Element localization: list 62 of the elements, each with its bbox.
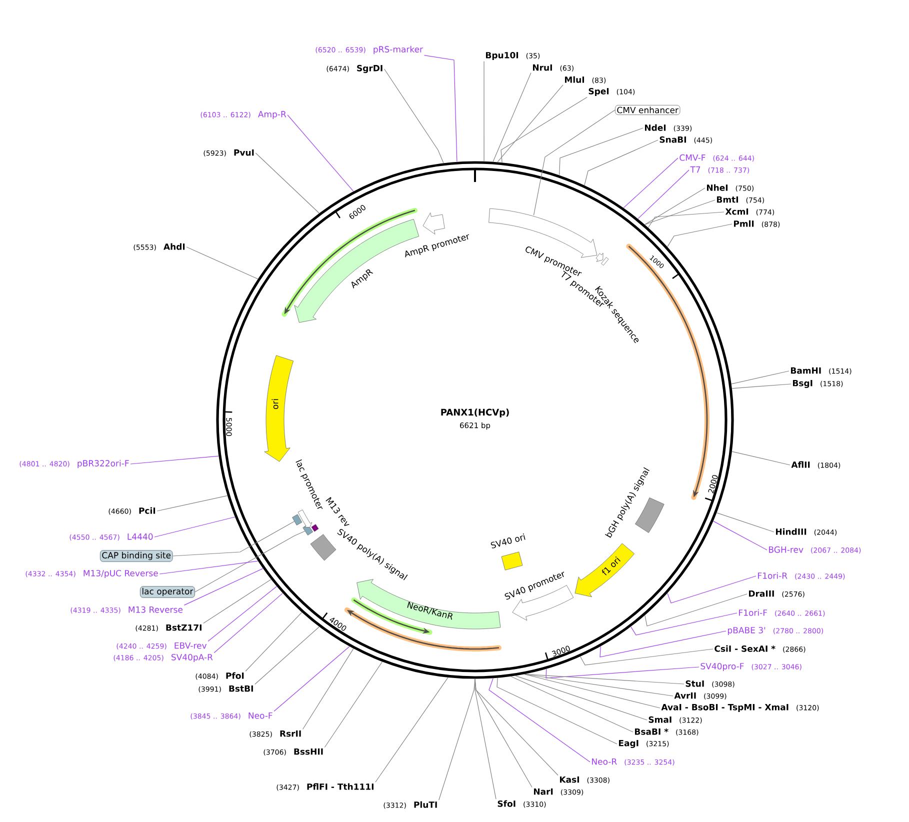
feature-block xyxy=(292,514,302,526)
leader-line xyxy=(208,586,277,642)
leader-line xyxy=(584,140,658,186)
leader-line xyxy=(524,674,684,684)
leader-line xyxy=(580,648,714,666)
leader-line xyxy=(274,646,350,712)
leader-line xyxy=(667,576,756,604)
feature-block: SV40 ori xyxy=(490,533,526,570)
leader-line xyxy=(438,678,476,800)
leader-line xyxy=(510,676,634,732)
leader-line xyxy=(159,560,258,574)
leader-line xyxy=(731,370,790,384)
leader-line xyxy=(492,72,532,162)
feature-tag: lac operator xyxy=(140,586,195,598)
feature-block: f1 ori xyxy=(574,543,635,598)
leader-line xyxy=(424,55,458,162)
leader-line xyxy=(500,96,588,163)
leader-line xyxy=(667,224,732,247)
leader-line xyxy=(638,170,690,220)
leader-line xyxy=(496,678,618,744)
leader-line xyxy=(600,630,726,658)
leader-line xyxy=(732,451,790,466)
leader-line xyxy=(533,110,616,216)
leader-line xyxy=(546,666,700,678)
leader-line xyxy=(716,512,774,532)
leader-line xyxy=(644,594,748,626)
leader-line xyxy=(255,152,320,214)
leader-line xyxy=(245,612,302,672)
feature-tag: CAP binding site xyxy=(100,550,173,562)
leader-line xyxy=(515,676,648,720)
leader-line xyxy=(324,662,382,748)
leader-line xyxy=(488,678,590,762)
leader-line xyxy=(203,579,272,624)
leader-line xyxy=(214,593,283,654)
leader-line xyxy=(732,384,792,389)
leader-line xyxy=(644,188,706,225)
leader-line xyxy=(172,521,295,556)
leader-line xyxy=(644,200,716,225)
node-label: SV40 ori xyxy=(490,533,526,548)
leader-line xyxy=(254,626,320,685)
leader-line xyxy=(287,114,354,192)
leader-line xyxy=(130,456,219,464)
leader-line xyxy=(384,68,444,164)
leader-line xyxy=(154,516,236,538)
plasmid-name: PANX1(HCVp) xyxy=(441,408,509,418)
leader-line xyxy=(474,678,496,800)
leader-line xyxy=(186,246,258,280)
leader-line xyxy=(524,674,660,708)
leader-line xyxy=(375,677,448,782)
leader-line xyxy=(559,128,644,176)
leader-line xyxy=(524,674,674,696)
leader-line xyxy=(630,612,738,636)
leader-line xyxy=(713,520,768,550)
feature-tag: CMV enhancer xyxy=(615,105,680,115)
leader-line xyxy=(302,648,354,730)
leader-line xyxy=(184,568,264,606)
leader-line xyxy=(648,212,724,228)
leader-line xyxy=(194,530,306,592)
leader-line xyxy=(156,495,228,512)
leader-line xyxy=(497,84,564,162)
leader-line xyxy=(623,158,678,208)
feature-block: ori xyxy=(264,355,294,462)
